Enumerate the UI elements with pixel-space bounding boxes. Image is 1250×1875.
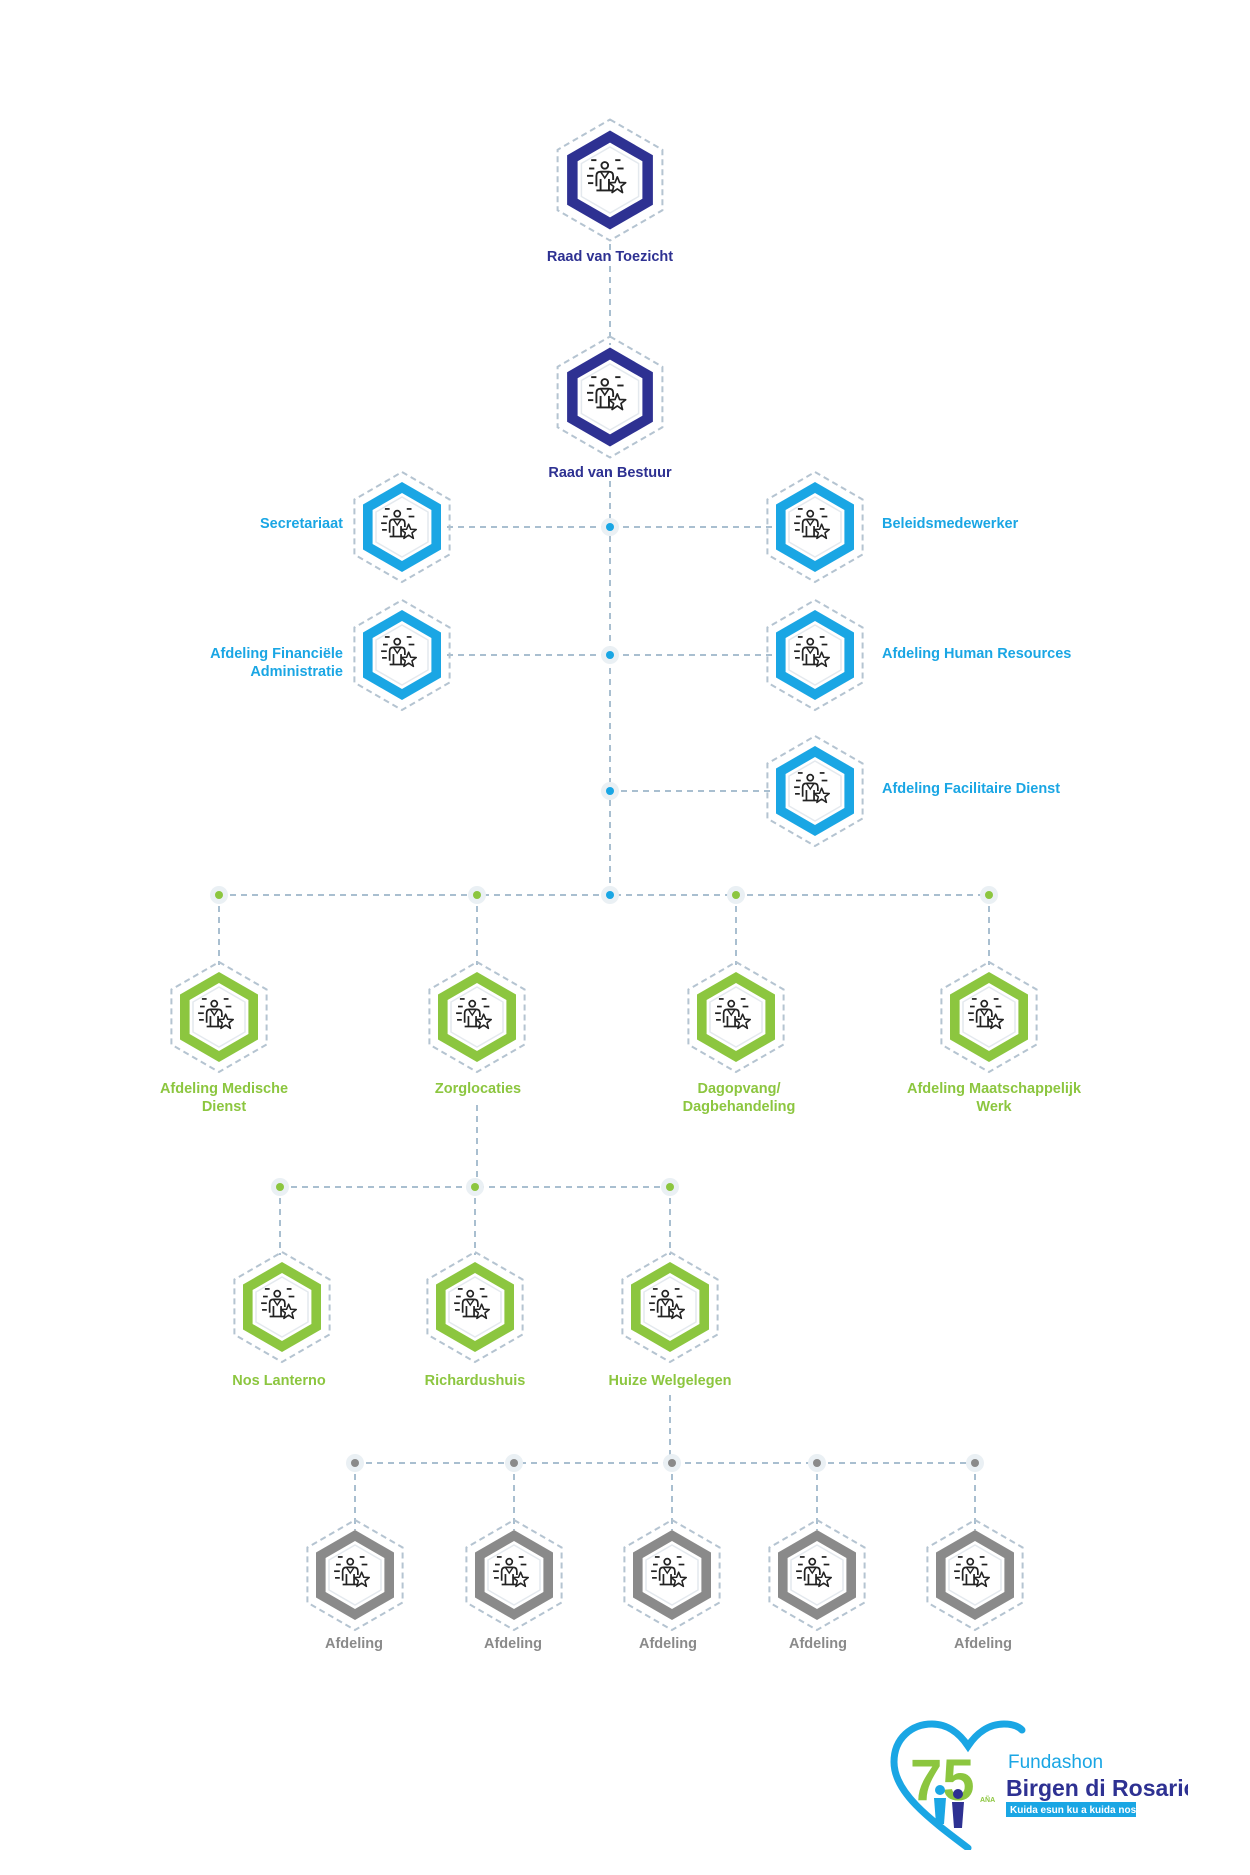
node-afdeling-maatschappelijk-werk [940,960,1038,1074]
node-afdeling-1 [306,1518,404,1632]
node-afdeling-financiele-administratie [353,598,451,712]
connector-dot-2 [601,646,619,664]
logo-tagline-bar [1006,1802,1136,1817]
logo-small-text: AÑA [980,1795,995,1804]
connector-dot-4 [601,886,619,904]
node-afdeling-2 [465,1518,563,1632]
node-afdeling-3 [623,1518,721,1632]
connector-dot-5 [210,886,228,904]
logo-birgen-di-rosario: Birgen di Rosario [1006,1775,1188,1801]
node-zorglocaties [428,960,526,1074]
fundashon-logo: 75 AÑA Fundashon Birgen di Rosario Kuida… [890,1720,1188,1850]
connector-dot-8 [980,886,998,904]
logo-heart-outline [890,1720,1026,1850]
node-afdeling-facilitaire-dienst [766,734,864,848]
node-huize-welgelegen [621,1250,719,1364]
node-raad-van-toezicht [556,118,664,242]
connector-dots [210,518,998,1472]
node-dagopvang-dagbehandeling [687,960,785,1074]
node-afdeling-medische-dienst [170,960,268,1074]
connector-dot-11 [661,1178,679,1196]
connector-dot-1 [601,518,619,536]
connector-dot-3 [601,782,619,800]
connector-dot-9 [271,1178,289,1196]
connector-dot-15 [808,1454,826,1472]
connector-dot-14 [663,1454,681,1472]
logo-fundashon: Fundashon [1008,1752,1103,1773]
node-afdeling-5 [926,1518,1024,1632]
node-hexagons [170,118,1038,1632]
node-afdeling-human-resources [766,598,864,712]
node-beleidsmedewerker [766,470,864,584]
node-afdeling-4 [768,1518,866,1632]
connector-dot-10 [466,1178,484,1196]
node-raad-van-bestuur [556,335,664,459]
node-nos-lanterno [233,1250,331,1364]
logo-tagline: Kuida esun ku a kuida nos [1010,1805,1137,1816]
connector-dot-7 [727,886,745,904]
node-secretariaat [353,470,451,584]
node-richardushuis [426,1250,524,1364]
logo-people-icon [934,1785,964,1828]
connector-dot-6 [468,886,486,904]
connector-dot-12 [346,1454,364,1472]
connector-dot-16 [966,1454,984,1472]
connector-dot-13 [505,1454,523,1472]
